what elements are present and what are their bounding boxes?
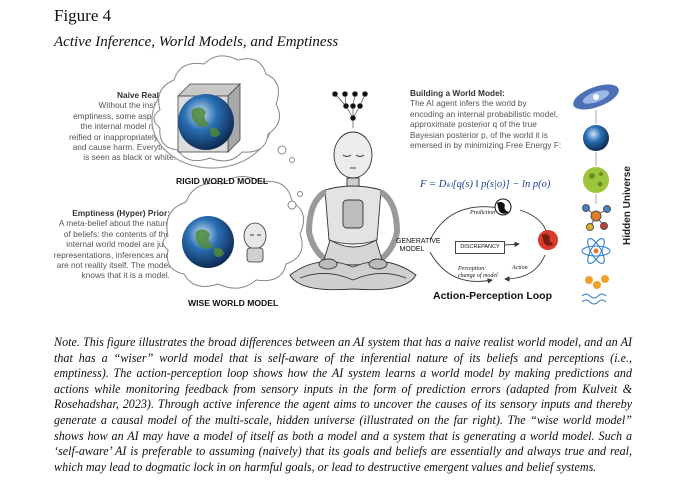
- prior-line: A meta-belief about the nature: [58, 218, 170, 229]
- building-line: The AI agent infers the world by: [410, 98, 527, 109]
- naive-line: emptiness, some aspects of: [73, 110, 176, 121]
- naive-line: Without the insight of: [98, 100, 176, 111]
- building-line: encoding an internal probabilistic model…: [410, 108, 559, 119]
- free-energy-formula: F = Dₖₗ[q(s) ‖ p(s|o)] − ln p(o): [420, 179, 551, 190]
- mini-robot-icon: [243, 222, 267, 263]
- cell-icon: [583, 167, 609, 193]
- galaxy-icon: [573, 84, 619, 110]
- generative-model-label: GENERATIVE MODEL: [396, 238, 441, 253]
- planet-earth-icon: [583, 125, 609, 151]
- action-label: Action: [512, 265, 528, 271]
- figure-number: Figure 4: [54, 6, 112, 25]
- discrepancy-box: DISCREPANCY: [455, 241, 505, 254]
- wave-icon: [581, 293, 607, 305]
- quarks-icon: [585, 275, 609, 289]
- prior-line: internal world model are just: [66, 239, 170, 250]
- building-line: Bayesian posterior p, of the world it is: [410, 129, 548, 140]
- prior-line: are not reality itself. The model: [56, 260, 170, 271]
- naive-realism-heading: Naive Realism:: [116, 90, 176, 100]
- building-line: emersed in by minimizing Free Energy F:: [410, 140, 562, 151]
- wise-world-model-label: WISE WORLD MODEL: [188, 298, 279, 308]
- red-globe-icon: [538, 230, 558, 250]
- naive-line: is seen as black or white.: [83, 152, 176, 163]
- perception-label: Perception: change of model: [458, 266, 498, 279]
- hidden-universe-label: Hidden Universe: [622, 166, 633, 245]
- atom-icon: [581, 238, 611, 264]
- naive-line: reified or inappropriately rigid: [69, 131, 176, 142]
- building-heading: Building a World Model:: [410, 88, 505, 98]
- illustration: [151, 55, 619, 305]
- molecule-icon: [582, 204, 611, 231]
- figure-title: Active Inference, World Models, and Empt…: [54, 34, 339, 50]
- building-line: approximate posterior q of the true: [410, 119, 537, 130]
- naive-line: and cause harm. Everything: [72, 142, 176, 153]
- emptiness-prior-heading: Emptiness (Hyper) Prior:: [72, 208, 170, 218]
- emptiness-prior-text: Emptiness (Hyper) Prior: A meta-belief a…: [50, 208, 170, 281]
- meditating-robot: [289, 131, 417, 291]
- figure-note: Note. This figure illustrates the broad …: [54, 335, 632, 474]
- prior-line: of beliefs: the contents of the: [63, 228, 170, 239]
- building-world-model-text: Building a World Model: The AI agent inf…: [410, 88, 575, 150]
- prediction-label: Prediction: [470, 210, 496, 216]
- rigid-world-model-label: RIGID WORLD MODEL: [176, 176, 269, 186]
- prior-line: representations, inferences and: [53, 249, 170, 260]
- action-perception-loop-title: Action-Perception Loop: [433, 290, 552, 302]
- naive-line: the internal model may be: [80, 121, 176, 132]
- naive-realism-text: Naive Realism: Without the insight of em…: [56, 90, 176, 163]
- hidden-universe-icons: [573, 84, 619, 305]
- globe-icon: [494, 198, 512, 216]
- prior-line: knows that it is a model.: [81, 270, 170, 281]
- neural-network-icon: [332, 91, 368, 128]
